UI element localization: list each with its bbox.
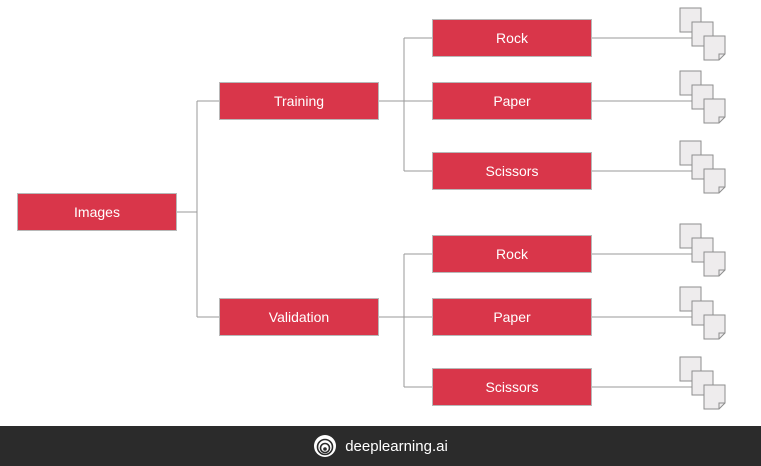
file-icon	[703, 251, 726, 277]
class-node-training-scissors: Scissors	[432, 152, 592, 190]
file-stack-training-0	[679, 7, 726, 61]
class-node-validation-scissors: Scissors	[432, 368, 592, 406]
file-icon	[703, 35, 726, 61]
deeplearning-ai-logo-icon	[313, 434, 337, 458]
class-node-training-paper: Paper	[432, 82, 592, 120]
class-node-validation-rock: Rock	[432, 235, 592, 273]
file-stack-training-2	[679, 140, 726, 194]
file-stack-validation-2	[679, 356, 726, 410]
file-icon	[703, 384, 726, 410]
root-node-images: Images	[17, 193, 177, 231]
footer-bar: deeplearning.ai	[0, 426, 761, 466]
class-node-training-rock: Rock	[432, 19, 592, 57]
split-node-training: Training	[219, 82, 379, 120]
file-icon	[703, 314, 726, 340]
split-node-validation: Validation	[219, 298, 379, 336]
file-icon	[703, 98, 726, 124]
file-stack-training-1	[679, 70, 726, 124]
file-stack-validation-1	[679, 286, 726, 340]
connector-lines	[177, 7, 726, 410]
brand-name: deeplearning.ai	[345, 437, 448, 455]
class-node-validation-paper: Paper	[432, 298, 592, 336]
file-icon	[703, 168, 726, 194]
file-stack-validation-0	[679, 223, 726, 277]
